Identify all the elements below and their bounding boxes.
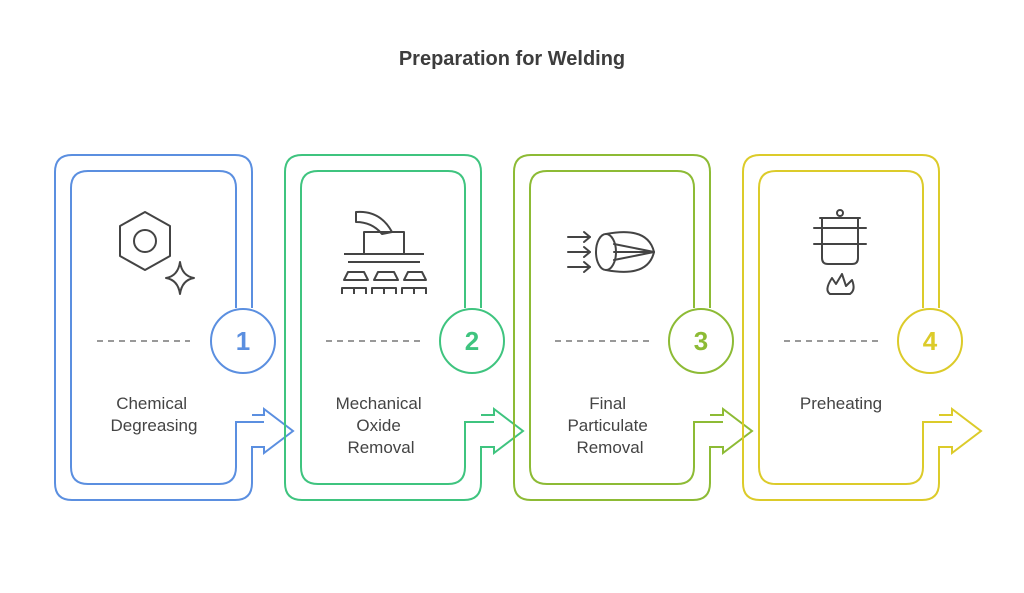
air-flow-filter-icon <box>567 231 655 273</box>
pot-flame-icon <box>813 209 867 295</box>
nut-sparkle-icon <box>119 211 195 295</box>
step-label: Chemical Degreasing <box>111 394 198 435</box>
grinding-machine-icon <box>341 210 427 294</box>
diagram-title: Preparation for Welding <box>398 48 626 70</box>
step-number: 2 <box>465 326 479 356</box>
step-number: 3 <box>694 326 708 356</box>
step-chemical-degreasing: 1 Chemical Degreasing <box>54 154 295 501</box>
step-number: 4 <box>923 326 938 356</box>
step-label: Final Particulate Removal <box>567 394 652 457</box>
step-mechanical-oxide-removal: 2 Mechanical Oxide Removal <box>284 154 525 501</box>
step-label: Mechanical Oxide Removal <box>336 394 427 457</box>
step-preheating: 4 Preheating <box>742 154 983 501</box>
step-final-particulate-removal: 3 Final Particulate Removal <box>513 154 754 501</box>
step-number: 1 <box>236 326 250 356</box>
step-label: Preheating <box>800 394 882 413</box>
